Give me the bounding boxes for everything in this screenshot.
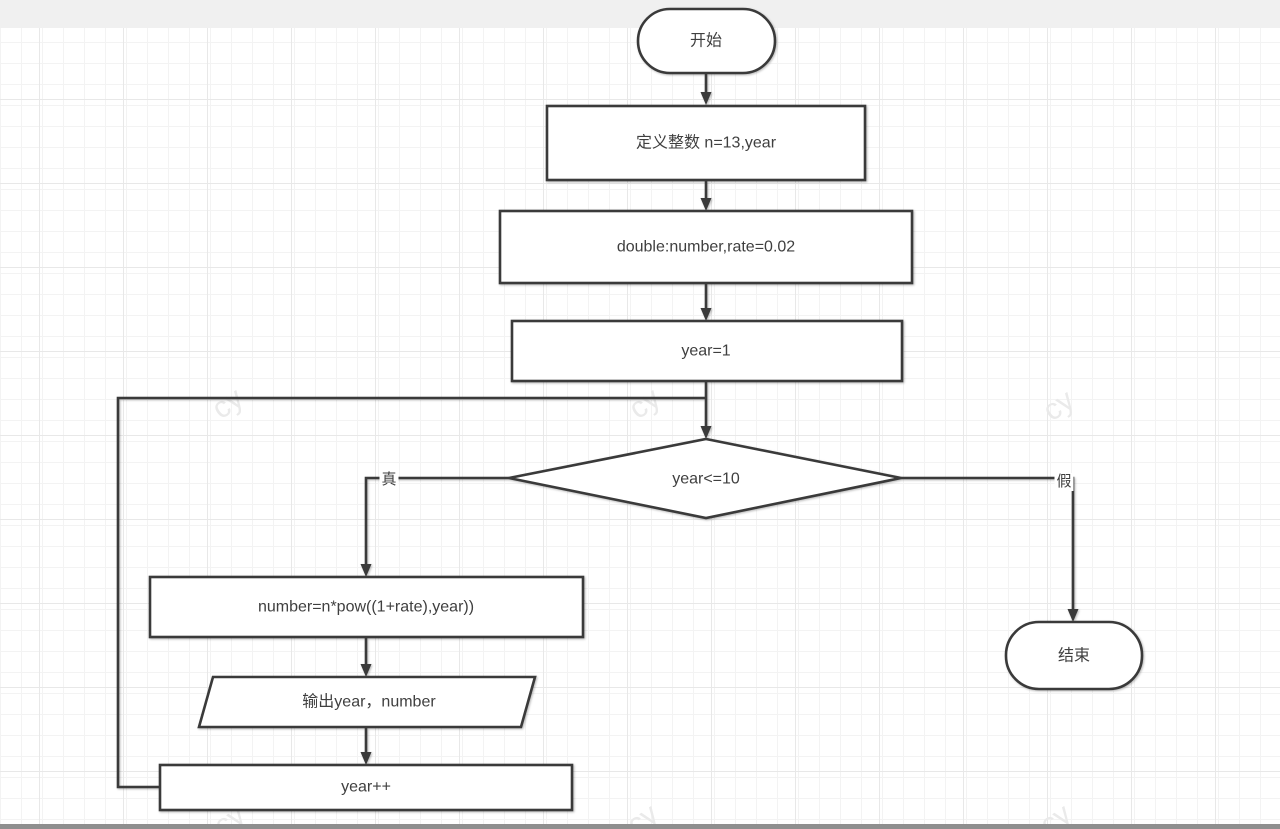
node-loop-condition-label[interactable]: year<=10 (672, 470, 740, 488)
node-output-io[interactable] (197, 675, 537, 729)
node-start-label[interactable]: 开始 (689, 32, 723, 50)
node-output-label[interactable]: 输出year，number (302, 693, 436, 711)
edge-label-false[interactable]: 假 (1054, 473, 1074, 491)
node-increment-year-process[interactable] (158, 763, 574, 812)
connector-condition-false-branch[interactable] (901, 476, 1075, 611)
node-start-terminator[interactable] (636, 7, 777, 75)
node-declare-double-process[interactable] (498, 209, 914, 285)
top-gray-band (0, 0, 1280, 28)
arrowhead (1067, 609, 1079, 622)
arrowhead (360, 564, 372, 577)
edge-label-true[interactable]: 真 (379, 471, 399, 489)
node-compute-number-label[interactable]: number=n*pow((1+rate),year)) (257, 598, 475, 616)
connector-loop-back[interactable] (116, 396, 706, 789)
connector-condition-true-branch[interactable] (364, 476, 509, 566)
arrowhead (700, 92, 712, 105)
arrowhead (360, 752, 372, 765)
arrowhead (700, 198, 712, 211)
arrowhead (700, 308, 712, 321)
node-loop-condition-decision[interactable] (508, 437, 902, 520)
node-init-year-label[interactable]: year=1 (681, 342, 731, 360)
arrowhead (700, 426, 712, 439)
node-declare-int-label[interactable]: 定义整数 n=13,year (635, 134, 777, 152)
node-declare-double-label[interactable]: double:number,rate=0.02 (616, 238, 796, 256)
node-compute-number-process[interactable] (148, 575, 585, 639)
bottom-gray-bar (0, 824, 1280, 829)
node-increment-year-label[interactable]: year++ (341, 778, 391, 796)
node-end-terminator[interactable] (1004, 620, 1144, 691)
arrowhead (360, 664, 372, 677)
node-declare-int-process[interactable] (545, 104, 867, 182)
node-end-label[interactable]: 结束 (1057, 647, 1091, 665)
node-init-year-process[interactable] (510, 319, 904, 383)
